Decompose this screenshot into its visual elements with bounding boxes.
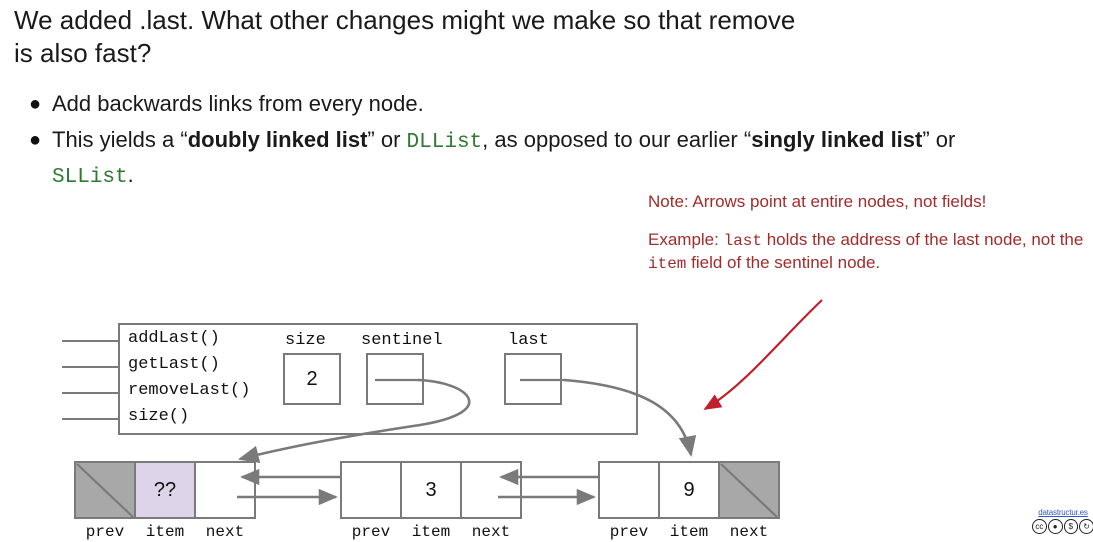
code-sllist: SLList	[52, 166, 128, 189]
node-cell-label-next: next	[205, 523, 245, 541]
node-cell-label-prev: prev	[351, 523, 391, 541]
method-connector-line	[62, 366, 118, 368]
method-removelast: removeLast()	[128, 381, 251, 400]
node-cell-label-next: next	[471, 523, 511, 541]
bullet-list: ● Add backwards links from every node. ●…	[18, 88, 978, 198]
method-connector-line	[62, 392, 118, 394]
note-example-suffix: field of the sentinel node.	[686, 253, 881, 272]
bullet-segment: ” or	[367, 127, 407, 152]
cc-by-icon: ●	[1047, 519, 1063, 534]
sentinel-node: prev ?? item next	[74, 461, 256, 541]
node-cell-label-next: next	[729, 523, 769, 541]
bullet-text: This yields a “doubly linked list” or DL…	[52, 124, 978, 194]
node-cell-prev: prev	[74, 461, 136, 541]
method-addlast: addLast()	[128, 329, 220, 348]
watermark[interactable]: datastructur.es cc ● $ ↻	[1032, 508, 1093, 534]
field-value-sentinel	[368, 355, 422, 403]
node-cell-prev: prev	[598, 461, 660, 541]
bullet-segment: Add backwards links from every node.	[52, 91, 424, 116]
note-example-mid: holds the address of the last node, not …	[762, 230, 1084, 249]
page-title: We added .last. What other changes might…	[14, 5, 796, 68]
method-connector-line	[62, 418, 118, 420]
node-cell-value: 9	[683, 478, 695, 501]
bullet-segment: , as opposed to our earlier “	[482, 127, 752, 152]
field-box-sentinel	[366, 353, 424, 405]
cc-license-badges: cc ● $ ↻	[1032, 519, 1093, 534]
node-cell-next: next	[194, 461, 256, 541]
note-line-2: Example: last holds the address of the l…	[648, 229, 1088, 275]
note-line-1: Note: Arrows point at entire nodes, not …	[648, 192, 987, 211]
node-cell-next: next	[460, 461, 522, 541]
bullet-segment: ” or	[922, 127, 956, 152]
field-box-size: 2	[283, 353, 341, 405]
node-cell-item: 3 item	[400, 461, 462, 541]
bullet-segment-bold: singly linked list	[751, 127, 923, 152]
node-cell-next: next	[718, 461, 780, 541]
node-cell-label-item: item	[145, 523, 185, 541]
note-example-prefix: Example:	[648, 230, 724, 249]
cc-nc-icon: $	[1063, 519, 1079, 534]
node-3: prev 3 item next	[340, 461, 522, 541]
node-cell-label-prev: prev	[609, 523, 649, 541]
watermark-link[interactable]: datastructur.es	[1038, 508, 1088, 517]
method-getlast: getLast()	[128, 355, 220, 374]
bullet-segment: This yields a “	[52, 127, 188, 152]
bullet-text: Add backwards links from every node.	[52, 88, 424, 120]
bullet-segment: .	[127, 162, 134, 187]
field-label-sentinel: sentinel	[361, 331, 443, 350]
field-box-last	[504, 353, 562, 405]
code-last: last	[723, 232, 762, 250]
bullet-dot-icon: ●	[28, 93, 42, 115]
node-cell-value: 3	[425, 478, 437, 501]
code-dllist: DLList	[406, 131, 483, 154]
list-item: ● This yields a “doubly linked list” or …	[18, 124, 978, 194]
bullet-dot-icon: ●	[28, 129, 42, 151]
node-cell-label-item: item	[669, 523, 709, 541]
method-connector-line	[62, 340, 118, 342]
field-label-size: size	[285, 331, 326, 350]
node-cell-prev: prev	[340, 461, 402, 541]
method-size: size()	[128, 407, 190, 426]
field-label-last: last	[508, 331, 549, 350]
annotation-note: Note: Arrows point at entire nodes, not …	[648, 191, 1088, 275]
annotation-arrow	[703, 299, 823, 410]
node-cell-item: ?? item	[134, 461, 196, 541]
code-item: item	[648, 255, 687, 273]
bullet-segment-bold: doubly linked list	[187, 127, 368, 152]
cc-icon: cc	[1032, 519, 1047, 534]
list-item: ● Add backwards links from every node.	[18, 88, 978, 120]
node-cell-item: 9 item	[658, 461, 720, 541]
dllist-object-box: addLast() getLast() removeLast() size() …	[118, 323, 638, 435]
node-cell-value: ??	[153, 478, 177, 501]
node-cell-label-item: item	[411, 523, 451, 541]
field-value-last	[506, 355, 560, 403]
field-value-size: 2	[306, 368, 318, 390]
node-9: prev 9 item next	[598, 461, 780, 541]
cc-sa-icon: ↻	[1079, 519, 1093, 534]
node-cell-label-prev: prev	[85, 523, 125, 541]
